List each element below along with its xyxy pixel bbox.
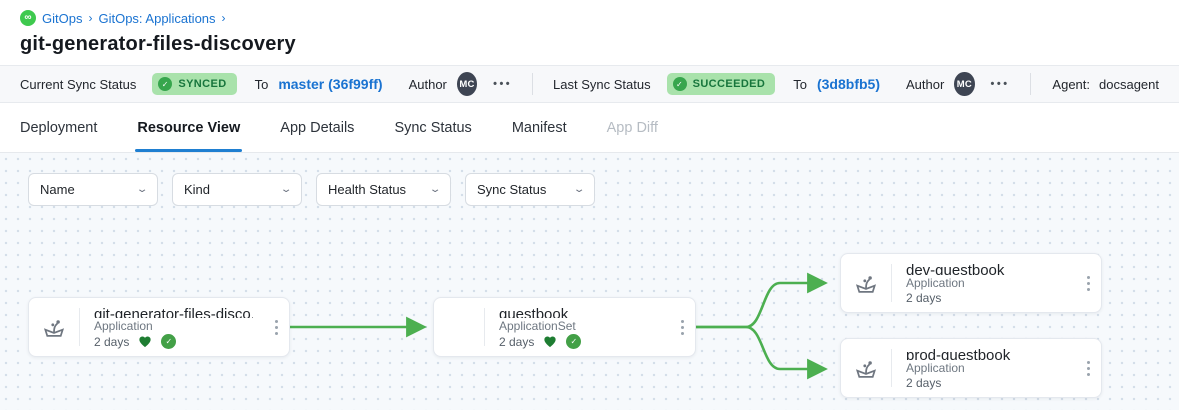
current-revision-link[interactable]: master (36f99ff)	[278, 76, 383, 92]
page-header: ∞ GitOps › GitOps: Applications › git-ge…	[0, 0, 1179, 65]
filter-kind-label: Kind	[184, 182, 211, 197]
health-heart-icon	[542, 334, 558, 349]
chevron-down-icon: ⌄	[572, 184, 586, 195]
filter-sync-status[interactable]: Sync Status ⌄	[465, 173, 595, 206]
node-divider	[79, 308, 80, 346]
node-age: 2 days	[499, 334, 535, 349]
current-more-button[interactable]: •••	[493, 78, 513, 90]
node-age: 2 days	[94, 334, 130, 349]
filter-bar: Name ⌄ Kind ⌄ Health Status ⌄ Sync Statu…	[28, 173, 595, 206]
node-age: 2 days	[906, 291, 942, 305]
application-icon	[841, 254, 891, 312]
node-title: prod-guestbook	[906, 347, 1011, 360]
node-title: git-generator-files-disco...	[94, 306, 253, 318]
node-kind: Application	[906, 276, 965, 290]
node-git-generator-files-discovery[interactable]: git-generator-files-disco... Application…	[28, 297, 290, 357]
applicationset-icon-slot	[434, 298, 484, 356]
filter-name-label: Name	[40, 182, 75, 197]
node-content: prod-guestbook Application 2 days	[892, 339, 1075, 397]
node-title: dev-guestbook	[906, 262, 1005, 275]
check-circle-icon: ✓	[158, 77, 173, 91]
breadcrumb-separator: ›	[88, 11, 93, 25]
node-dev-guestbook[interactable]: dev-guestbook Application 2 days	[840, 253, 1102, 313]
chevron-down-icon: ⌄	[428, 184, 442, 195]
filter-name[interactable]: Name ⌄	[28, 173, 158, 206]
sync-check-icon: ✓	[566, 334, 582, 349]
tab-app-diff[interactable]: App Diff	[606, 119, 658, 136]
current-author-avatar: MC	[456, 72, 478, 96]
synced-status-badge: ✓ SYNCED	[152, 73, 237, 95]
tab-sync-status[interactable]: Sync Status	[394, 119, 472, 136]
gitops-logo-icon: ∞	[20, 10, 36, 26]
resource-graph-canvas: Name ⌄ Kind ⌄ Health Status ⌄ Sync Statu…	[0, 153, 1179, 410]
node-divider	[484, 308, 485, 346]
node-menu-button[interactable]	[1075, 254, 1101, 312]
check-circle-icon: ✓	[672, 77, 687, 91]
filter-health-status[interactable]: Health Status ⌄	[316, 173, 451, 206]
node-menu-button[interactable]	[669, 298, 695, 356]
breadcrumb-link-gitops[interactable]: GitOps	[42, 10, 83, 26]
succeeded-status-badge: ✓ SUCCEEDED	[666, 73, 776, 95]
node-kind: Application	[906, 361, 965, 375]
node-menu-button[interactable]	[1075, 339, 1101, 397]
health-heart-icon	[137, 334, 153, 349]
application-icon	[841, 339, 891, 397]
chevron-down-icon: ⌄	[135, 184, 149, 195]
node-age: 2 days	[906, 376, 942, 390]
last-author-avatar: MC	[954, 72, 975, 96]
tab-bar: Deployment Resource View App Details Syn…	[0, 103, 1179, 153]
current-to-label: To	[254, 76, 269, 92]
agent-value: docsagent	[1099, 76, 1160, 92]
status-divider	[532, 73, 534, 95]
last-to-label: To	[793, 76, 807, 92]
edge-appset-to-dev	[694, 272, 828, 329]
agent-label: Agent:	[1052, 76, 1091, 92]
node-content: git-generator-files-disco... Application…	[80, 298, 263, 356]
current-sync-status-label: Current Sync Status	[20, 76, 137, 92]
application-icon	[29, 298, 79, 356]
current-author-label: Author	[408, 76, 447, 92]
status-bar: Current Sync Status ✓ SYNCED To master (…	[0, 65, 1179, 103]
breadcrumb-link-applications[interactable]: GitOps: Applications	[98, 10, 216, 26]
tab-resource-view[interactable]: Resource View	[135, 103, 243, 152]
agent-info: Agent: docsagent	[1052, 77, 1159, 92]
filter-health-status-label: Health Status	[328, 182, 407, 197]
page-title: git-generator-files-discovery	[20, 33, 296, 55]
node-content: dev-guestbook Application 2 days	[892, 254, 1075, 312]
last-author-label: Author	[905, 76, 945, 92]
graph-edges	[290, 272, 828, 380]
chevron-down-icon: ⌄	[279, 184, 293, 195]
node-content: guestbook ApplicationSet 2 days ✓	[485, 298, 669, 356]
tab-manifest[interactable]: Manifest	[511, 119, 567, 136]
node-divider	[891, 264, 892, 302]
tab-deployment[interactable]: Deployment	[20, 119, 98, 136]
node-kind: Application	[94, 319, 153, 333]
node-title: guestbook	[499, 306, 569, 318]
synced-badge-label: SYNCED	[178, 78, 227, 90]
breadcrumb-separator: ›	[221, 11, 226, 25]
last-sync-status-label: Last Sync Status	[553, 76, 651, 92]
succeeded-badge-label: SUCCEEDED	[692, 78, 766, 90]
tab-app-details[interactable]: App Details	[280, 119, 355, 136]
node-divider	[891, 349, 892, 387]
status-divider	[1029, 73, 1031, 95]
last-more-button[interactable]: •••	[990, 78, 1010, 90]
node-menu-button[interactable]	[263, 298, 289, 356]
filter-sync-status-label: Sync Status	[477, 182, 547, 197]
node-prod-guestbook[interactable]: prod-guestbook Application 2 days	[840, 338, 1102, 398]
filter-kind[interactable]: Kind ⌄	[172, 173, 302, 206]
node-guestbook[interactable]: guestbook ApplicationSet 2 days ✓	[433, 297, 696, 357]
sync-check-icon: ✓	[161, 334, 177, 349]
edge-appset-to-prod	[694, 325, 828, 380]
last-revision-link[interactable]: (3d8bfb5)	[816, 76, 880, 92]
node-kind: ApplicationSet	[499, 319, 576, 333]
breadcrumb: ∞ GitOps › GitOps: Applications ›	[20, 10, 1159, 26]
